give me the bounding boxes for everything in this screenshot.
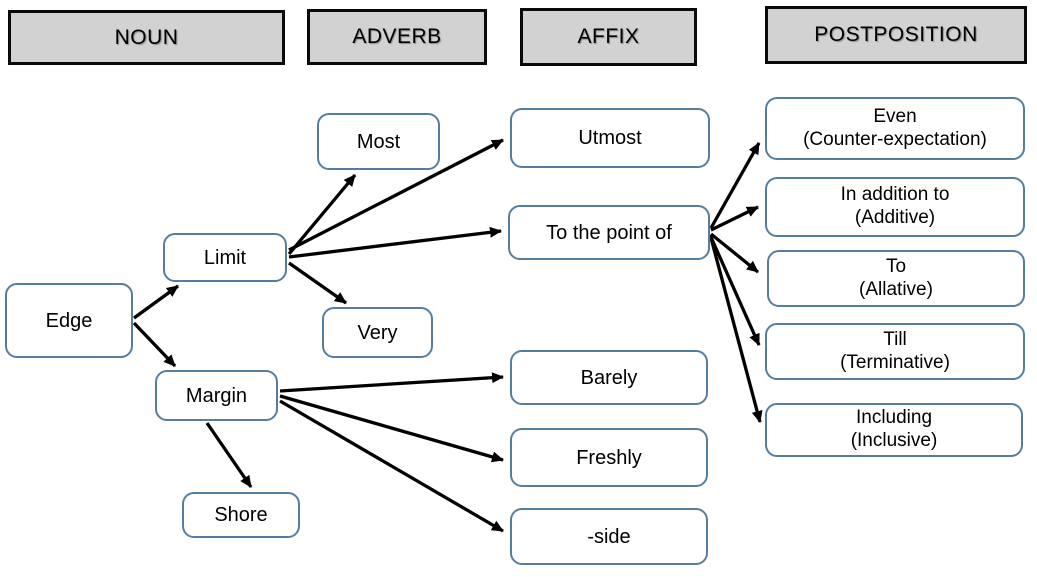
node-limit-label: Limit — [203, 246, 247, 269]
node-to-allative-label: To — [885, 255, 907, 277]
node-even-label: Even — [873, 105, 917, 127]
node-barely-label: Barely — [580, 366, 638, 389]
node-in-addition-to: In addition to (Additive) — [765, 177, 1025, 237]
node-including: Including (Inclusive) — [765, 403, 1023, 457]
node-shore-label: Shore — [214, 504, 268, 526]
node-shore: Shore — [182, 492, 300, 538]
node-till-label: Till — [883, 328, 907, 350]
node-to-the-point-of-label: To the point of — [546, 221, 672, 244]
node-utmost-label: Utmost — [578, 127, 642, 149]
node-most: Most — [317, 113, 440, 170]
node-utmost: Utmost — [510, 108, 710, 168]
node-margin-label: Margin — [185, 384, 248, 407]
node-till-sublabel: (Terminative) — [840, 351, 950, 373]
arrow-edge-limit — [133, 284, 179, 320]
header-adverb: ADVERB — [307, 9, 487, 65]
node-side: -side — [510, 508, 708, 565]
header-postposition: POSTPOSITION — [765, 6, 1027, 64]
node-limit: Limit — [163, 233, 287, 282]
node-till: Till (Terminative) — [765, 323, 1025, 380]
node-to-the-point-of: To the point of — [508, 205, 710, 260]
arrow-tpo-even — [709, 142, 761, 229]
arrow-edge-margin — [132, 321, 177, 368]
arrow-tpo-till — [708, 234, 761, 346]
node-including-label: Including — [855, 407, 933, 429]
node-in-addition-to-label: In addition to — [840, 184, 950, 206]
header-affix: AFFIX — [520, 8, 697, 66]
arrow-limit-very — [288, 261, 347, 305]
node-to-allative-sublabel: (Allative) — [859, 278, 933, 300]
node-even: Even (Counter-expectation) — [765, 97, 1025, 160]
node-edge: Edge — [5, 283, 133, 358]
node-freshly-label: Freshly — [576, 446, 642, 469]
arrow-tpo-including — [709, 237, 763, 423]
node-very-label: Very — [357, 321, 398, 344]
node-very: Very — [322, 307, 433, 358]
node-edge-label: Edge — [45, 309, 93, 332]
node-freshly: Freshly — [510, 428, 708, 487]
header-noun: NOUN — [8, 10, 285, 65]
node-in-addition-to-sublabel: (Additive) — [854, 207, 936, 228]
arrow-tpo-to-allative — [709, 232, 760, 274]
node-even-sublabel: (Counter-expectation) — [803, 128, 987, 150]
node-including-sublabel: (Inclusive) — [850, 430, 938, 451]
arrow-tpo-in-addition-to — [710, 205, 759, 232]
node-margin: Margin — [155, 370, 278, 421]
arrow-margin-side — [279, 399, 504, 533]
node-most-label: Most — [356, 130, 401, 153]
node-to-allative: To (Allative) — [767, 250, 1025, 307]
arrow-limit-to-the-point-of — [288, 226, 502, 259]
arrow-margin-shore — [205, 422, 253, 488]
node-barely: Barely — [510, 350, 708, 405]
node-side-label: -side — [587, 525, 631, 548]
arrow-limit-most — [287, 173, 357, 256]
arrow-margin-barely — [279, 372, 504, 393]
arrow-margin-freshly — [279, 394, 504, 463]
